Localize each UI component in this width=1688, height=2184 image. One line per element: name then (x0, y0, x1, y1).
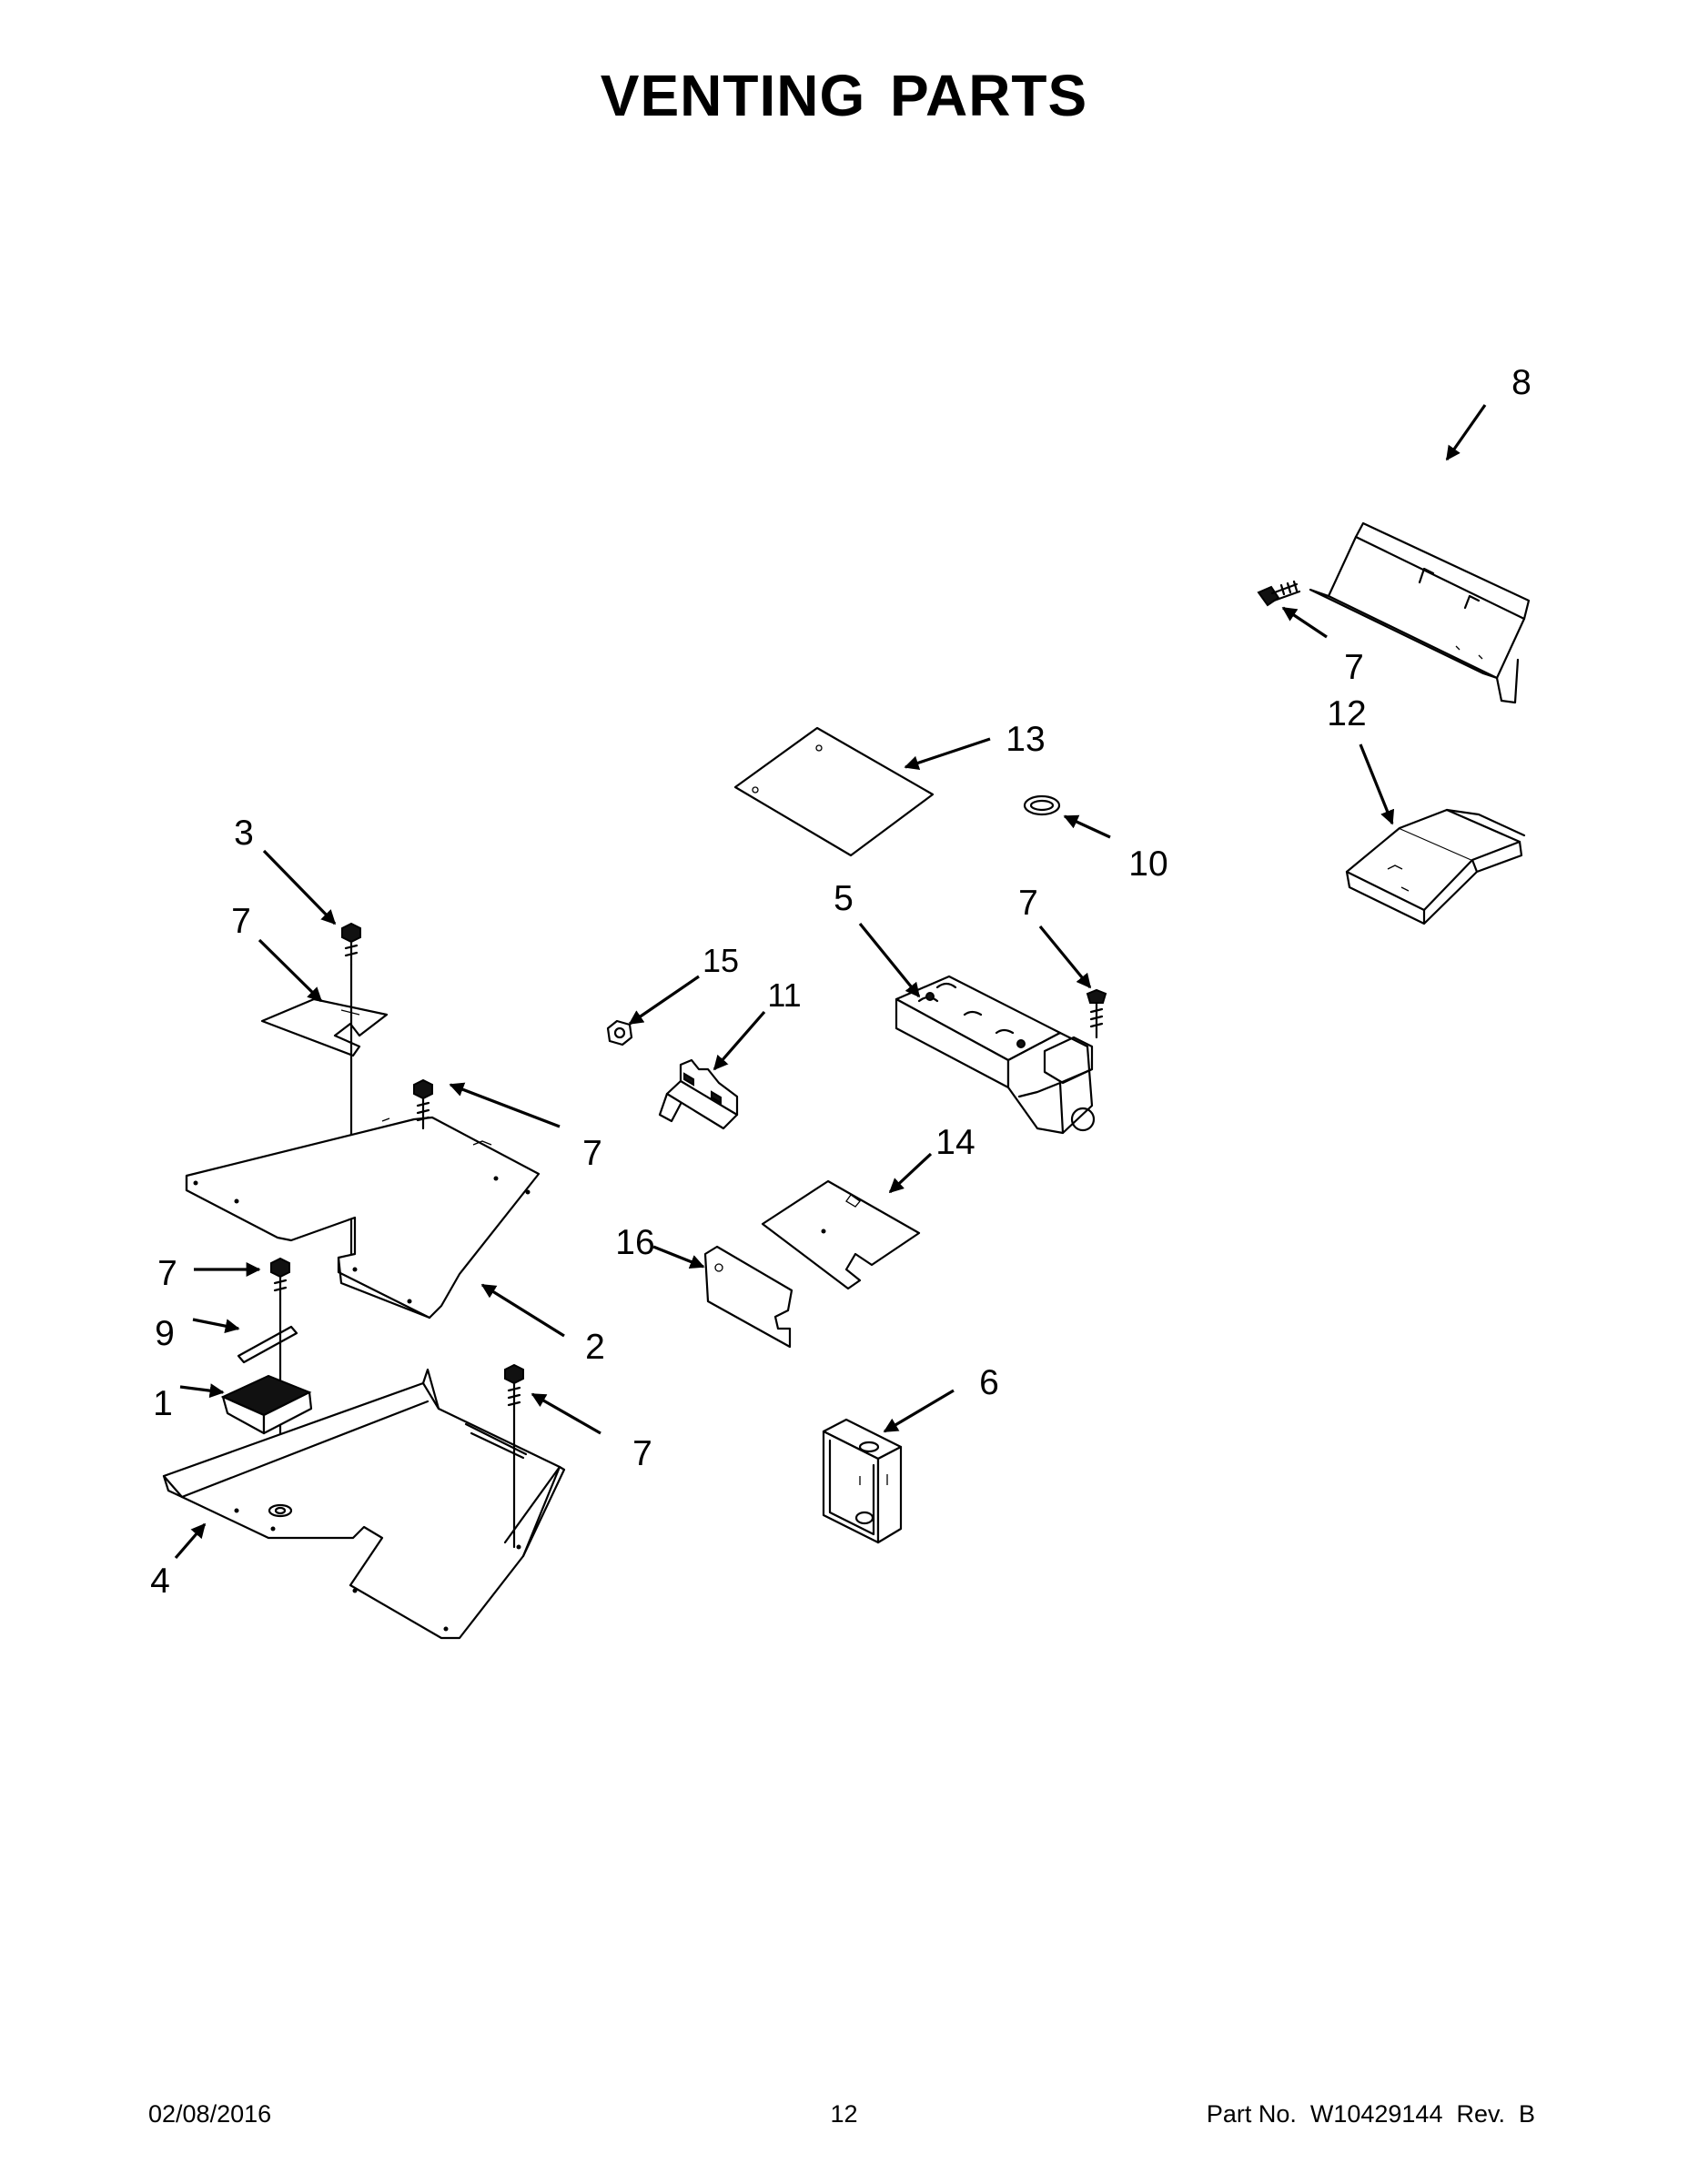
part-4-base (162, 1368, 566, 1640)
part-6-junction-box (822, 1418, 903, 1544)
callout-12: 12 (1327, 694, 1366, 733)
part-1-damper (220, 1374, 313, 1435)
callout-3: 5 (834, 879, 854, 918)
part-7-screw-d (413, 1078, 433, 1130)
callout-4: 4 (150, 1562, 170, 1601)
callout-15: 15 (702, 942, 739, 979)
callout-10: 10 (1128, 844, 1167, 884)
part-8-bracket (1309, 521, 1531, 704)
part-12-tray (1345, 808, 1526, 925)
callout-5: 7 (231, 902, 251, 941)
footer-page-number: 12 (830, 2100, 858, 2128)
callout-7-d: 7 (582, 1134, 602, 1173)
callout-13: 13 (1006, 720, 1045, 759)
callout-7-a: 7 (1344, 648, 1364, 687)
callout-7-f: 7 (632, 1434, 652, 1473)
part-13-plate (733, 726, 935, 857)
part-16-baffle (703, 1245, 793, 1349)
part-10-washer (1023, 794, 1061, 816)
footer-part-number: Part No. W10429144 Rev. B (1206, 2100, 1535, 2128)
callout-6: 6 (979, 1363, 999, 1402)
footer-date: 02/08/2016 (148, 2100, 272, 2128)
part-14-plate (761, 1179, 921, 1290)
callout-1: 1 (153, 1384, 173, 1423)
callout-2: 2 (585, 1328, 605, 1367)
part-15-nut (606, 1019, 633, 1046)
callout-14: 14 (935, 1123, 975, 1162)
part-7-screw-b (1086, 988, 1107, 1039)
part-3-motor-assembly (895, 975, 1096, 1135)
part-11-terminal-block (658, 1058, 739, 1130)
callout-11: 11 (767, 976, 801, 1014)
leader-lines (174, 404, 1487, 1560)
callout-7-b: 7 (1018, 884, 1038, 923)
callout-labels: 8 7 12 13 10 7 5 3 7 15 11 7 14 16 7 9 2… (150, 363, 1531, 1601)
part-7-screw-a (1257, 580, 1301, 607)
part-7-screw-f (504, 1363, 524, 1549)
callout-8: 8 (1511, 363, 1531, 402)
callout-16: 16 (615, 1223, 654, 1262)
part-2-cover-panel (185, 1116, 541, 1320)
part-9-gasket (237, 1325, 298, 1364)
callout-7-c: 3 (234, 814, 254, 853)
page-title: VENTING PARTS (600, 63, 1088, 128)
callout-9: 9 (155, 1314, 175, 1353)
part-5-plate (260, 997, 389, 1057)
callout-7-e: 7 (157, 1254, 177, 1293)
